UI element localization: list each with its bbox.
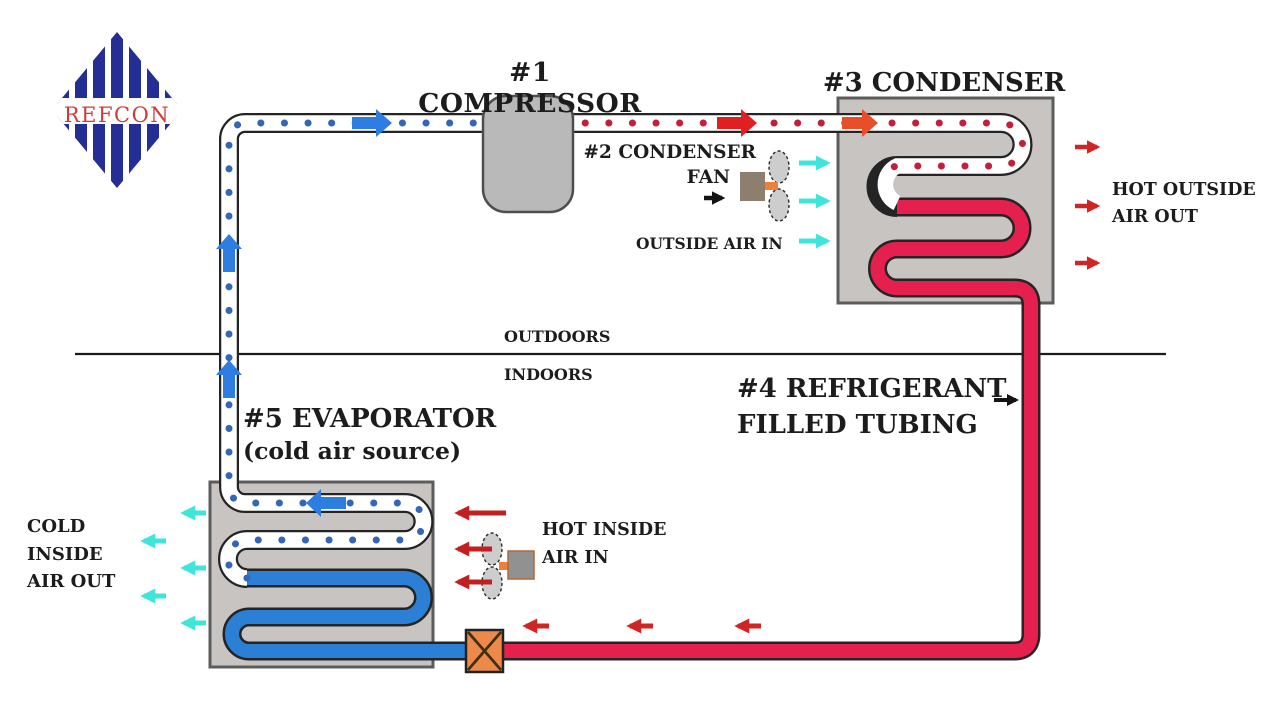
- cold-liquid-tube: [222, 568, 466, 661]
- condenser-fan-label: #2 CONDENSER FAN: [560, 140, 756, 190]
- cold-vapor-tube: [218, 113, 534, 588]
- compressor-body: [481, 94, 575, 214]
- evaporator-label-line2: (cold air source): [243, 437, 462, 465]
- cold-inside-air-out-line1: COLD: [27, 516, 86, 537]
- refrigerant-tubing-line1: #4 REFRIGERANT: [737, 374, 1007, 404]
- flow-arrow-up-icon: [216, 360, 242, 398]
- flow-arrow-right-icon: [717, 109, 757, 137]
- cold-inside-air-arrows: [140, 505, 206, 631]
- refcon-logo-text: REFCON: [64, 103, 170, 127]
- hot-outside-air-out-line2: AIR OUT: [1112, 207, 1198, 227]
- hot-inside-air-in-line2: AIR IN: [542, 548, 609, 568]
- outdoors-label: OUTDOORS: [504, 327, 611, 346]
- outside-air-in-label: OUTSIDE AIR IN: [636, 234, 783, 253]
- outside-air-arrows: [799, 155, 831, 249]
- cold-inside-air-out-line2: INSIDE: [27, 543, 103, 565]
- evaporator-label-line1: #5 EVAPORATOR: [243, 404, 497, 434]
- expansion-valve: [464, 628, 505, 674]
- flow-arrow-left-icon: [306, 489, 346, 517]
- cold-inside-air-out-label: COLD INSIDE AIR OUT: [27, 513, 115, 596]
- hot-vapor-tube: [526, 113, 1033, 217]
- flow-arrow-up-icon: [216, 234, 242, 272]
- hot-outside-air-arrows: [1075, 140, 1101, 270]
- condenser-fan-icon: [740, 150, 790, 222]
- evaporator-label: #5 EVAPORATOR (cold air source): [243, 402, 496, 467]
- evaporator-fan-icon: [481, 532, 535, 600]
- condenser-label: #3 CONDENSER: [822, 68, 1066, 98]
- flow-arrow-right-icon: [352, 109, 392, 137]
- hot-liquid-tube: [504, 197, 1041, 661]
- indoors-label: INDOORS: [504, 365, 593, 384]
- hot-outside-air-out-label: HOT OUTSIDE AIR OUT: [1112, 177, 1256, 231]
- cold-inside-air-out-line3: AIR OUT: [27, 571, 116, 592]
- condenser-fan-label-line1: #2 CONDENSER: [583, 142, 756, 163]
- refrigerant-tubing-line2: FILLED TUBING: [737, 410, 978, 440]
- refrigerant-tubing-label: #4 REFRIGERANT FILLED TUBING: [737, 371, 1007, 443]
- hot-outside-air-out-line1: HOT OUTSIDE: [1112, 180, 1256, 200]
- refcon-logo: REFCON: [52, 32, 182, 188]
- condenser-fan-label-line2: FAN: [686, 167, 730, 188]
- hot-inside-air-in-label: HOT INSIDE AIR IN: [542, 516, 666, 572]
- hot-inside-air-arrows: [454, 505, 506, 590]
- hot-inside-air-in-line1: HOT INSIDE: [542, 520, 667, 540]
- compressor-label: #1 COMPRESSOR: [418, 57, 642, 119]
- flow-arrow-right-icon: [842, 109, 878, 137]
